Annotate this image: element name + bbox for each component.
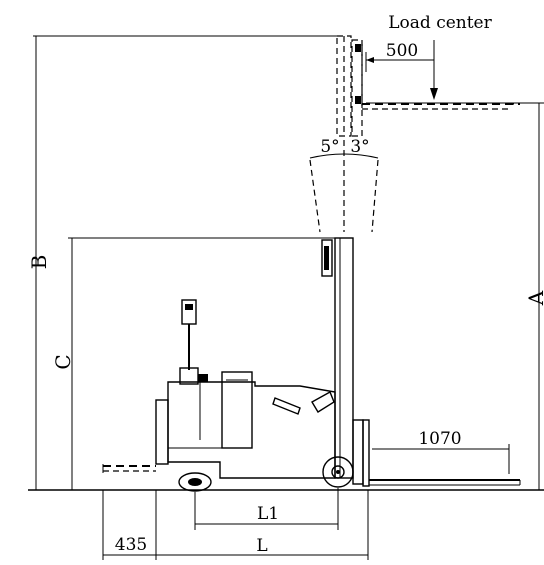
load-center-dimension: [365, 40, 438, 100]
dimension-b: [33, 35, 340, 490]
rear-caster: [178, 472, 212, 492]
raised-carriage: [336, 35, 520, 137]
truck-body: [155, 371, 336, 479]
label-tilt-forward: 5°: [320, 137, 339, 157]
dimension-435: [102, 490, 157, 560]
label-load-center-distance: 500: [386, 41, 418, 61]
drive-wheel: [322, 456, 354, 488]
label-load-center: Load center: [388, 13, 492, 33]
dimension-c: [68, 237, 338, 490]
fork-length-dimension: [372, 444, 510, 474]
mast-tilt-indicator: [309, 140, 379, 233]
folding-platform: [102, 464, 156, 473]
label-dim-a: A: [524, 290, 544, 306]
label-fork-length: 1070: [418, 429, 461, 449]
lowered-forks: [369, 479, 521, 486]
label-tilt-backward: 3°: [350, 137, 369, 157]
label-dim-435: 435: [115, 535, 147, 555]
label-dim-l1: L1: [257, 504, 279, 524]
mast: [321, 237, 370, 487]
label-dim-l: L: [256, 536, 267, 556]
tiller-handle: [179, 299, 208, 385]
label-dim-b: B: [27, 255, 51, 270]
dimension-l1: [194, 488, 339, 530]
label-dim-c: C: [51, 354, 75, 369]
dimension-l: [156, 490, 369, 560]
